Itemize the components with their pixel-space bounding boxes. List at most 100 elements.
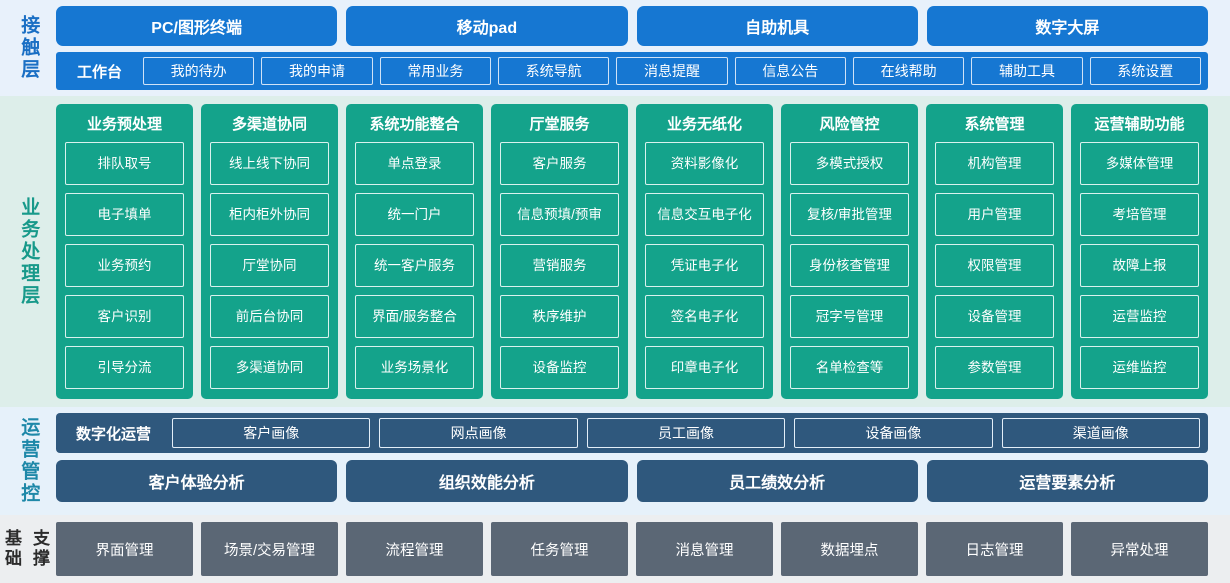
workbench-item-message-reminder[interactable]: 消息提醒 xyxy=(616,57,728,85)
business-item[interactable]: 多渠道协同 xyxy=(210,346,329,389)
business-item[interactable]: 签名电子化 xyxy=(645,295,764,338)
workbench-item-system-navigation[interactable]: 系统导航 xyxy=(498,57,610,85)
business-item[interactable]: 统一客户服务 xyxy=(355,244,474,287)
business-column-items: 排队取号 电子填单 业务预约 客户识别 引导分流 xyxy=(65,142,184,389)
business-item[interactable]: 业务预约 xyxy=(65,244,184,287)
business-item[interactable]: 厅堂协同 xyxy=(210,244,329,287)
business-layer-body: 业务预处理 排队取号 电子填单 业务预约 客户识别 引导分流 多渠道协同 线上线… xyxy=(56,104,1230,399)
business-item[interactable]: 多模式授权 xyxy=(790,142,909,185)
digital-operation-title: 数字化运营 xyxy=(76,425,152,443)
business-item[interactable]: 业务场景化 xyxy=(355,346,474,389)
foundation-layer-body: 界面管理 场景/交易管理 流程管理 任务管理 消息管理 数据埋点 日志管理 异常… xyxy=(56,522,1230,576)
business-layer-label: 业务处理层 xyxy=(18,196,40,307)
business-item[interactable]: 资料影像化 xyxy=(645,142,764,185)
business-column-title: 多渠道协同 xyxy=(231,116,307,133)
business-item[interactable]: 线上线下协同 xyxy=(210,142,329,185)
business-column-items: 多媒体管理 考培管理 故障上报 运营监控 运维监控 xyxy=(1080,142,1199,389)
business-item[interactable]: 单点登录 xyxy=(355,142,474,185)
channel-self-service[interactable]: 自助机具 xyxy=(636,6,918,46)
contact-layer: 接触层 PC/图形终端 移动pad 自助机具 数字大屏 工作台 我的待办 我的申… xyxy=(0,0,1230,96)
foundation-item-ui-management[interactable]: 界面管理 xyxy=(56,522,193,576)
workbench-row: 工作台 我的待办 我的申请 常用业务 系统导航 消息提醒 信息公告 在线帮助 辅… xyxy=(56,52,1208,90)
business-item[interactable]: 印章电子化 xyxy=(645,346,764,389)
business-item[interactable]: 排队取号 xyxy=(65,142,184,185)
foundation-item-task-management[interactable]: 任务管理 xyxy=(491,522,628,576)
workbench-item-online-help[interactable]: 在线帮助 xyxy=(852,57,965,85)
business-item[interactable]: 信息预填/预审 xyxy=(500,193,619,236)
analysis-employee-performance[interactable]: 员工绩效分析 xyxy=(636,460,918,502)
business-item[interactable]: 运营监控 xyxy=(1080,295,1199,338)
business-column-items: 线上线下协同 柜内柜外协同 厅堂协同 前后台协同 多渠道协同 xyxy=(210,142,329,389)
business-item[interactable]: 信息交互电子化 xyxy=(645,193,764,236)
workbench-title: 工作台 xyxy=(77,63,123,81)
business-item[interactable]: 秩序维护 xyxy=(500,295,619,338)
portrait-employee[interactable]: 员工画像 xyxy=(586,418,786,448)
business-item[interactable]: 客户服务 xyxy=(500,142,619,185)
foundation-layer-label: 基础 支撑 xyxy=(0,522,56,576)
foundation-layer: 基础 支撑 界面管理 场景/交易管理 流程管理 任务管理 消息管理 数据埋点 日… xyxy=(0,515,1230,583)
workbench-item-common-business[interactable]: 常用业务 xyxy=(379,57,491,85)
foundation-label-line1: 基础 xyxy=(5,529,23,568)
workbench-item-aux-tools[interactable]: 辅助工具 xyxy=(971,57,1083,85)
channel-pc[interactable]: PC/图形终端 xyxy=(56,6,338,46)
business-item[interactable]: 名单检查等 xyxy=(790,346,909,389)
business-item[interactable]: 运维监控 xyxy=(1080,346,1199,389)
analysis-org-efficiency[interactable]: 组织效能分析 xyxy=(346,460,628,502)
foundation-item-log-management[interactable]: 日志管理 xyxy=(926,522,1063,576)
business-item[interactable]: 统一门户 xyxy=(355,193,474,236)
business-column-title: 风险管控 xyxy=(819,116,880,133)
analysis-customer-experience[interactable]: 客户体验分析 xyxy=(56,460,338,502)
business-item[interactable]: 柜内柜外协同 xyxy=(210,193,329,236)
foundation-item-process-management[interactable]: 流程管理 xyxy=(346,522,483,576)
business-item[interactable]: 权限管理 xyxy=(935,244,1054,287)
workbench-item-my-todo[interactable]: 我的待办 xyxy=(143,57,255,85)
business-column-system-management: 系统管理 机构管理 用户管理 权限管理 设备管理 参数管理 xyxy=(926,104,1063,399)
business-item[interactable]: 凭证电子化 xyxy=(645,244,764,287)
business-item[interactable]: 引导分流 xyxy=(65,346,184,389)
digital-operation-row: 数字化运营 客户画像 网点画像 员工画像 设备画像 渠道画像 xyxy=(56,413,1208,453)
business-item[interactable]: 多媒体管理 xyxy=(1080,142,1199,185)
business-item[interactable]: 客户识别 xyxy=(65,295,184,338)
foundation-item-scene-transaction[interactable]: 场景/交易管理 xyxy=(201,522,338,576)
channel-mobile-pad[interactable]: 移动pad xyxy=(346,6,628,46)
business-column-title: 业务预处理 xyxy=(86,116,162,133)
business-item[interactable]: 冠字号管理 xyxy=(790,295,909,338)
business-item[interactable]: 故障上报 xyxy=(1080,244,1199,287)
business-item[interactable]: 考培管理 xyxy=(1080,193,1199,236)
business-item[interactable]: 界面/服务整合 xyxy=(355,295,474,338)
channel-row: PC/图形终端 移动pad 自助机具 数字大屏 xyxy=(56,6,1208,46)
business-item[interactable]: 前后台协同 xyxy=(210,295,329,338)
business-item[interactable]: 参数管理 xyxy=(935,346,1054,389)
business-column-risk-control: 风险管控 多模式授权 复核/审批管理 身份核查管理 冠字号管理 名单检查等 xyxy=(781,104,918,399)
business-column-lobby-service: 厅堂服务 客户服务 信息预填/预审 营销服务 秩序维护 设备监控 xyxy=(491,104,628,399)
business-item[interactable]: 身份核查管理 xyxy=(790,244,909,287)
analysis-operation-elements[interactable]: 运营要素分析 xyxy=(926,460,1208,502)
business-column-items: 多模式授权 复核/审批管理 身份核查管理 冠字号管理 名单检查等 xyxy=(790,142,909,389)
workbench-item-announcement[interactable]: 信息公告 xyxy=(734,57,846,85)
business-column-items: 机构管理 用户管理 权限管理 设备管理 参数管理 xyxy=(935,142,1054,389)
channel-digital-screen[interactable]: 数字大屏 xyxy=(926,6,1208,46)
business-item[interactable]: 机构管理 xyxy=(935,142,1054,185)
portrait-channel[interactable]: 渠道画像 xyxy=(1001,418,1200,448)
business-item[interactable]: 设备管理 xyxy=(935,295,1054,338)
workbench-item-system-settings[interactable]: 系统设置 xyxy=(1089,57,1201,85)
portrait-device[interactable]: 设备画像 xyxy=(794,418,993,448)
operation-layer-label: 运营管控 xyxy=(18,417,40,505)
business-item[interactable]: 营销服务 xyxy=(500,244,619,287)
business-item[interactable]: 设备监控 xyxy=(500,346,619,389)
business-item[interactable]: 复核/审批管理 xyxy=(790,193,909,236)
foundation-item-exception-handling[interactable]: 异常处理 xyxy=(1071,522,1208,576)
foundation-item-data-tracking[interactable]: 数据埋点 xyxy=(781,522,918,576)
business-column-items: 客户服务 信息预填/预审 营销服务 秩序维护 设备监控 xyxy=(500,142,619,389)
business-column-items: 资料影像化 信息交互电子化 凭证电子化 签名电子化 印章电子化 xyxy=(645,142,764,389)
business-column-preprocess: 业务预处理 排队取号 电子填单 业务预约 客户识别 引导分流 xyxy=(56,104,193,399)
business-item[interactable]: 用户管理 xyxy=(935,193,1054,236)
workbench-item-my-application[interactable]: 我的申请 xyxy=(261,57,373,85)
portrait-customer[interactable]: 客户画像 xyxy=(172,418,371,448)
portrait-branch[interactable]: 网点画像 xyxy=(379,418,578,448)
operation-layer-body: 数字化运营 客户画像 网点画像 员工画像 设备画像 渠道画像 客户体验分析 组织… xyxy=(56,413,1230,509)
foundation-item-message-management[interactable]: 消息管理 xyxy=(636,522,773,576)
business-item[interactable]: 电子填单 xyxy=(65,193,184,236)
business-column-paperless: 业务无纸化 资料影像化 信息交互电子化 凭证电子化 签名电子化 印章电子化 xyxy=(636,104,773,399)
